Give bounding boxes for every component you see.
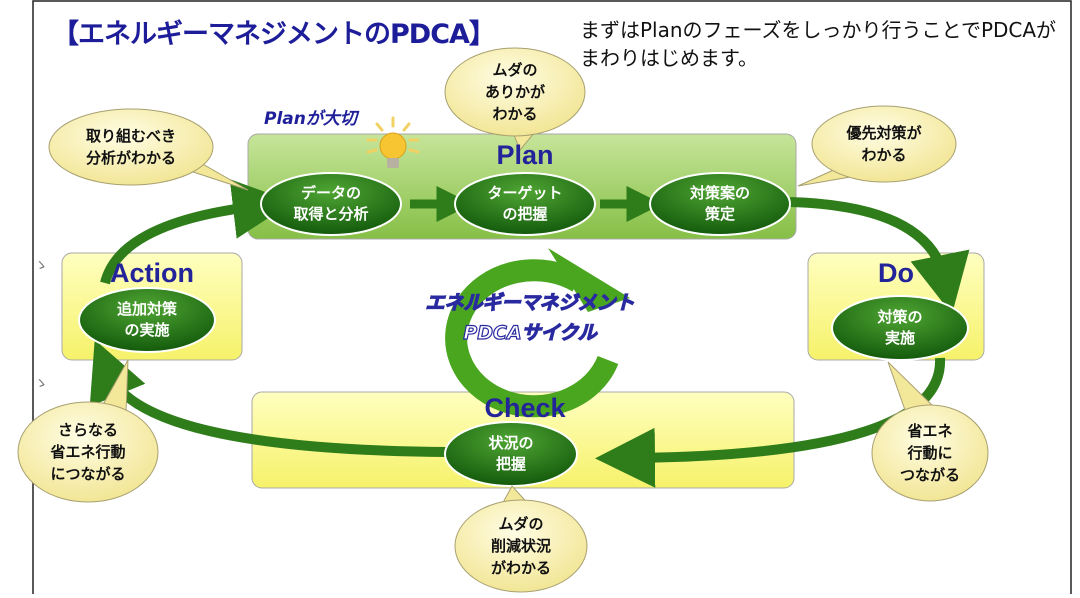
bubble-torikumu: 取り組むべき 分析がわかる (85, 127, 176, 167)
intro-note: まずはPlanのフェーズをしっかり行うことでPDCAがまわりはじめます。 (580, 18, 1057, 70)
bubble-shoene-shape (871, 361, 989, 502)
lightbulb-icon (366, 116, 420, 168)
bubble-muda-sakugen-shape (454, 485, 588, 593)
pill-check-shape (444, 421, 578, 487)
pill-check-step: 状況の 把握 (488, 434, 534, 473)
pill-plan-3-shape (649, 172, 791, 236)
pill-plan-1-shape (260, 172, 402, 236)
bubble-shoene-kodo: 省エネ 行動に つながる (899, 422, 960, 484)
center-cycle-arrowhead (548, 248, 630, 312)
frame-border (32, 0, 1072, 598)
bubble-yusen: 優先対策が わかる (846, 124, 922, 164)
bubble-yusen-shape (797, 105, 957, 187)
bubble-muda-arika: ムダの ありかが わかる (484, 61, 545, 123)
bubble-muda-sakugen: ムダの 削減状況 がわかる (490, 515, 551, 577)
page-title: 【エネルギーマネジメントのPDCA】 (52, 19, 496, 50)
bubble-sarana-shape (17, 359, 159, 503)
pill-do-step: 対策の 実施 (877, 308, 923, 347)
phase-title-do: Do (878, 258, 914, 288)
bubble-sarana: さらなる 省エネ行動 につながる (50, 421, 126, 483)
cycle-arrow-right (789, 197, 970, 315)
margin-mark-2: ゝ (34, 376, 48, 392)
phase-title-check: Check (484, 393, 566, 423)
pill-plan-measures: 対策案の 策定 (689, 184, 750, 223)
phase-title-action: Action (110, 258, 194, 288)
center-cycle-arrow (445, 259, 619, 418)
pill-plan-2-shape (454, 172, 596, 236)
pill-plan-data-analysis: データの 取得と分析 (293, 184, 369, 223)
plan-emphasis-label: Planが大切 (264, 109, 357, 129)
pill-action-shape (78, 287, 216, 353)
cycle-arrow-top (100, 179, 293, 285)
center-cycle-label: エネルギーマネジメント PDCAサイクル (425, 291, 635, 344)
pill-action-step: 追加対策 の実施 (116, 300, 177, 339)
margin-mark-1: ゝ (34, 258, 48, 274)
phase-title-plan: Plan (496, 140, 554, 170)
pill-do-shape (831, 295, 969, 361)
bubble-muda-arika-shape (444, 47, 586, 151)
cycle-arrow-bottom-right (595, 357, 946, 488)
bubble-torikumu-shape (48, 108, 249, 191)
pill-plan-target: ターゲット の把握 (487, 184, 563, 223)
